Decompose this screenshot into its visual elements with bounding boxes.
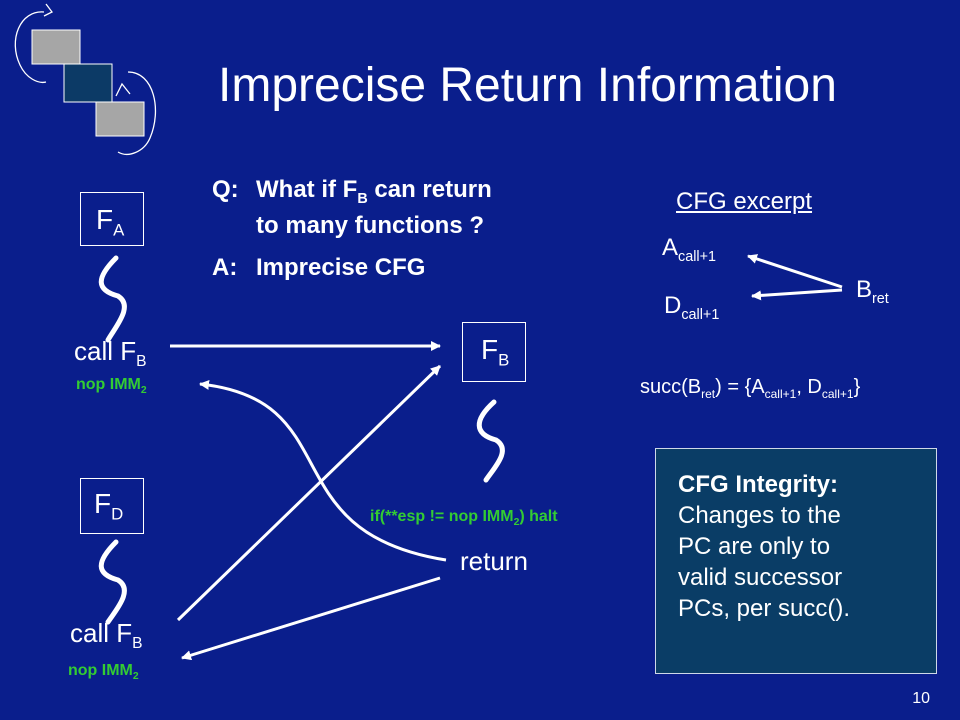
succ-formula: succ(Bret) = {Acall+1, Dcall+1} (640, 376, 861, 401)
integrity-heading: CFG Integrity: (678, 471, 838, 498)
function-box-fb (462, 322, 526, 382)
return-label: return (460, 546, 528, 576)
integrity-line-1: Changes to the (678, 502, 841, 529)
cfg-arrow-b-to-d (751, 288, 843, 301)
arrow-return-to-d (181, 576, 441, 661)
cfg-integrity-box: CFG Integrity: Changes to the PC are onl… (655, 448, 937, 674)
function-box-fa (80, 192, 144, 246)
answer-prefix: A: (212, 254, 238, 281)
return-check-label: if(**esp != nop IMM2) halt (370, 508, 558, 529)
arrow-call-d-to-fb (176, 364, 442, 622)
squiggle-icon-fa (98, 255, 127, 343)
integrity-line-3: valid successor (678, 564, 843, 591)
cfg-arrow-b-to-a (747, 254, 843, 289)
cfg-node-d: Dcall+1 (664, 292, 720, 323)
function-box-fd (80, 478, 144, 534)
cfg-heading: CFG excerpt (676, 188, 813, 215)
cfg-node-a: Acall+1 (662, 234, 717, 265)
call-fb-from-fa: call FB (74, 336, 147, 371)
question-prefix: Q: (212, 176, 239, 203)
question-line-1: What if FB can return (256, 176, 492, 207)
page-title: Imprecise Return Information (218, 59, 837, 112)
question-line-2: to many functions ? (256, 212, 484, 239)
function-label-fa: FA (96, 204, 125, 240)
page-number: 10 (912, 690, 930, 707)
answer-text: Imprecise CFG (256, 254, 426, 281)
arrow-return-to-a (199, 379, 447, 562)
squiggle-icon-fb (476, 399, 505, 483)
squiggle-icon-fd (98, 539, 127, 625)
logo-cycle-icon (14, 3, 157, 155)
integrity-line-4: PCs, per succ(). (678, 595, 851, 622)
call-fb-from-fd: call FB (70, 618, 143, 653)
integrity-line-2: PC are only to (678, 533, 831, 560)
nop-label-fa: nop IMM2 (76, 376, 147, 397)
nop-label-fd: nop IMM2 (68, 662, 139, 683)
cfg-node-b: Bret (856, 276, 889, 307)
function-label-fd: FD (94, 488, 124, 524)
function-label-fb: FB (481, 334, 510, 370)
